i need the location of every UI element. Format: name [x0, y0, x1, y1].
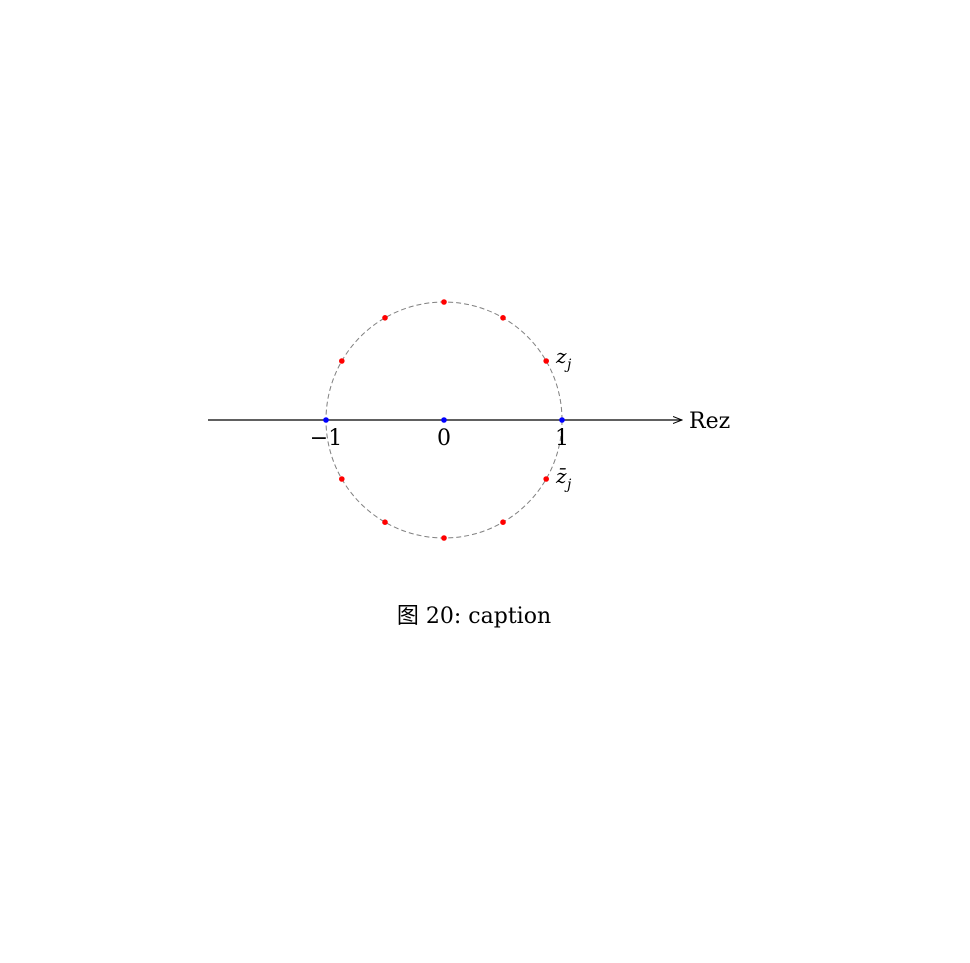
red-point-0 — [543, 358, 549, 364]
caption-text: caption — [468, 604, 552, 629]
label-zj-conj-sub: j — [564, 477, 572, 493]
label-zj-conjugate: z̄ j — [555, 464, 572, 493]
red-point-7 — [441, 535, 447, 541]
tick-label-0: −1 — [310, 426, 342, 451]
tick-labels: −1 0 1 — [310, 426, 569, 451]
blue-point-0 — [323, 417, 329, 423]
red-point-4 — [339, 358, 345, 364]
blue-point-2 — [559, 417, 565, 423]
tick-label-2: 1 — [555, 426, 569, 451]
real-axis-label: Rez — [689, 409, 730, 434]
caption-label: 图 20: — [396, 604, 462, 629]
figure-caption: 图 20: caption — [0, 598, 948, 630]
red-point-5 — [339, 476, 345, 482]
label-zj-sub: j — [564, 357, 572, 373]
label-zj: z j — [555, 344, 572, 373]
label-zj-main: z — [555, 344, 567, 368]
red-point-9 — [543, 476, 549, 482]
red-point-2 — [441, 299, 447, 305]
red-point-3 — [382, 315, 388, 321]
tick-label-1: 0 — [437, 426, 451, 451]
points-layer — [323, 299, 565, 541]
label-zj-conj-main: z̄ — [555, 464, 567, 488]
red-point-1 — [500, 315, 506, 321]
blue-point-1 — [441, 417, 447, 423]
red-point-8 — [500, 519, 506, 525]
red-point-6 — [382, 519, 388, 525]
